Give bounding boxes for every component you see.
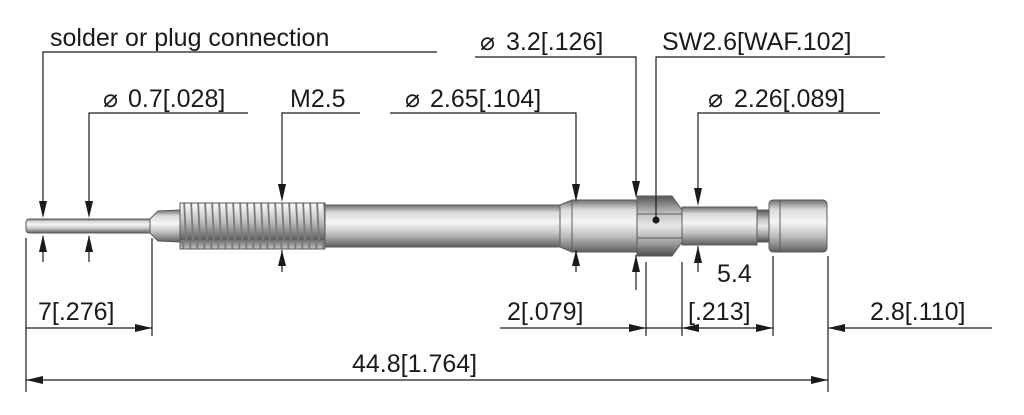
end-cap [768, 199, 828, 253]
thread-section [179, 202, 326, 250]
thread-callout: M2.5 [278, 85, 360, 272]
tip-diameter-callout: ⌀ 2.26[.089] [694, 85, 880, 272]
collar-diameter-symbol: ⌀ [480, 28, 495, 56]
pin-diameter-label: 0.7[.028] [128, 85, 225, 113]
shank [324, 204, 561, 248]
collar-length-label: 2[.079] [507, 298, 583, 326]
collar-diameter-callout: ⌀ 3.2[.126] [475, 28, 640, 290]
tip-length-label-bottom: [.213] [688, 298, 751, 326]
collar-length-dimension: 2[.079] [500, 298, 682, 332]
tip-length-label-top: 5.4 [717, 260, 752, 288]
pin-length-label: 7[.276] [38, 298, 114, 326]
overall-length-dimension: 44.8[1.764] [26, 350, 828, 384]
tip [681, 206, 758, 246]
wrench-size-label: SW2.6[WAF.102] [662, 28, 851, 56]
cap-length-label: 2.8[.110] [870, 298, 965, 326]
overall-length-label: 44.8[1.764] [352, 350, 477, 378]
hex-nut [636, 195, 683, 257]
shank-diameter-label: 2.65[.104] [430, 85, 541, 113]
thread-label: M2.5 [290, 85, 346, 113]
tip-diameter-label: 2.26[.089] [734, 85, 845, 113]
shank-transition [559, 199, 573, 253]
shank-diameter-callout: ⌀ 2.65[.104] [390, 85, 580, 272]
wrench-size-callout: SW2.6[WAF.102] [655, 28, 885, 217]
tip-length-dimension: 5.4 [.213] [682, 260, 773, 332]
tip-diameter-symbol: ⌀ [708, 85, 723, 113]
pin-diameter-symbol: ⌀ [103, 85, 118, 113]
connection-pin [25, 218, 157, 234]
extension-lines [25, 238, 829, 392]
cap-length-dimension: 2.8[.110] [828, 298, 992, 332]
tip-groove [756, 209, 770, 243]
shank-diameter-symbol: ⌀ [405, 85, 420, 113]
pin-shoulder [149, 209, 181, 243]
collar [571, 199, 638, 253]
connection-label: solder or plug connection [50, 24, 329, 52]
connection-callout: solder or plug connection [39, 24, 437, 262]
hex-nut-dot [652, 216, 660, 224]
collar-diameter-label: 3.2[.126] [506, 28, 603, 56]
pin-diameter-callout: ⌀ 0.7[.028] [85, 85, 248, 262]
pin-length-dimension: 7[.276] [26, 298, 152, 332]
glow-plug-body [25, 195, 828, 257]
